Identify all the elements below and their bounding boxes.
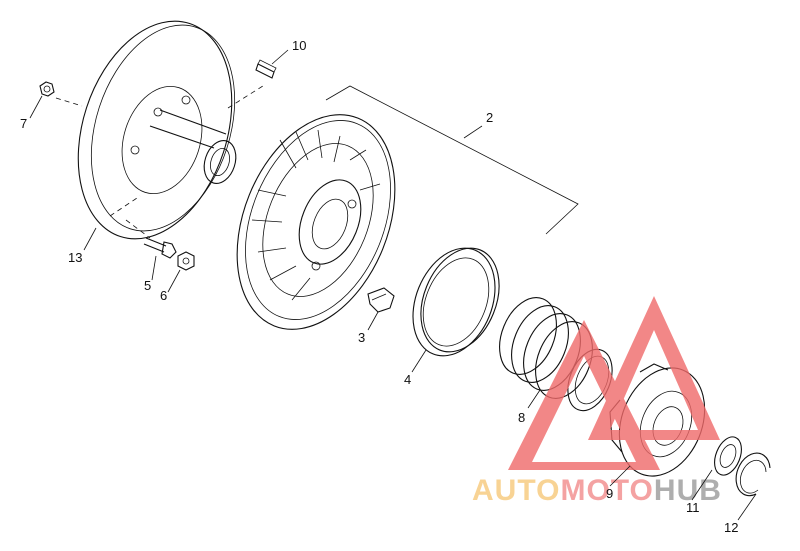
- callout-7: 7: [20, 116, 27, 131]
- part-12-circlip: [735, 452, 771, 497]
- part-13-fixed-sheave: [77, 20, 237, 240]
- part-10-key: [255, 59, 277, 79]
- callout-labels: 2 3 4 5 6 7 8 9 10 11 12 13: [20, 38, 738, 535]
- part-5-bolt: [143, 237, 177, 259]
- assembly-guide-lines: [55, 83, 267, 239]
- callout-13: 13: [68, 250, 82, 265]
- watermark-triangle-right: [588, 296, 720, 440]
- leader-lines: [29, 49, 757, 521]
- part-7-nut: [39, 81, 55, 97]
- part-4-ring: [412, 247, 500, 357]
- callout-8: 8: [518, 410, 525, 425]
- part-3-slider: [367, 287, 395, 313]
- callout-10: 10: [292, 38, 306, 53]
- callout-5: 5: [144, 278, 151, 293]
- callout-3: 3: [358, 330, 365, 345]
- callout-4: 4: [404, 372, 411, 387]
- callout-6: 6: [160, 288, 167, 303]
- part-2-movable-sheave: [236, 114, 396, 330]
- watermark-text-hub: HUB: [654, 474, 722, 507]
- part-6-nut: [177, 251, 195, 271]
- part-11-washer: [714, 436, 742, 476]
- callout-11: 11: [686, 500, 700, 515]
- callout-2: 2: [486, 110, 493, 125]
- watermark-text-auto: AUTO: [472, 474, 560, 507]
- watermark-text-moto: MOTO: [560, 474, 653, 507]
- watermark-logo: AUTOMOTOHUB: [472, 296, 722, 507]
- callout-12: 12: [724, 520, 738, 535]
- callout-9: 9: [606, 486, 613, 501]
- svg-text:AUTOMOTOHUB: AUTOMOTOHUB: [472, 474, 722, 507]
